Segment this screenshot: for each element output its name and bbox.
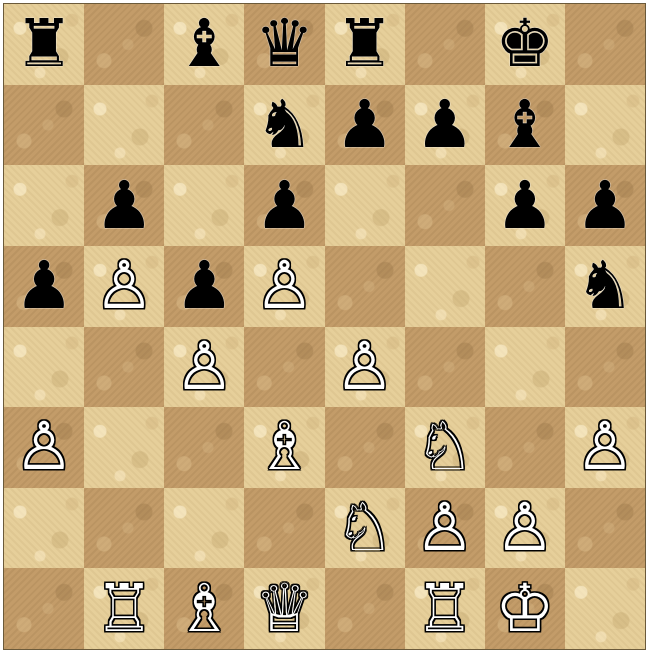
- square-g4[interactable]: [485, 327, 565, 408]
- black-knight-icon[interactable]: ♞: [255, 92, 314, 158]
- square-g5[interactable]: [485, 246, 565, 327]
- square-f7[interactable]: ♟: [405, 85, 485, 166]
- square-g8[interactable]: ♚: [485, 4, 565, 85]
- black-pawn-icon[interactable]: ♟: [14, 253, 73, 319]
- square-c4[interactable]: ♙: [164, 327, 244, 408]
- square-e2[interactable]: ♘: [325, 488, 405, 569]
- square-c3[interactable]: [164, 407, 244, 488]
- black-pawn-icon[interactable]: ♟: [415, 92, 474, 158]
- white-pawn-icon[interactable]: ♙: [575, 414, 634, 480]
- square-b3[interactable]: [84, 407, 164, 488]
- black-rook-icon[interactable]: ♜: [335, 11, 394, 77]
- square-h6[interactable]: ♟: [565, 165, 645, 246]
- white-rook-icon[interactable]: ♖: [95, 576, 154, 642]
- white-queen-icon[interactable]: ♕: [255, 576, 314, 642]
- white-rook-icon[interactable]: ♖: [415, 576, 474, 642]
- square-e5[interactable]: [325, 246, 405, 327]
- square-d1[interactable]: ♕: [244, 568, 324, 649]
- square-e7[interactable]: ♟: [325, 85, 405, 166]
- black-pawn-icon[interactable]: ♟: [335, 92, 394, 158]
- square-f5[interactable]: [405, 246, 485, 327]
- white-knight-icon[interactable]: ♘: [415, 414, 474, 480]
- square-b4[interactable]: [84, 327, 164, 408]
- square-c2[interactable]: [164, 488, 244, 569]
- square-g7[interactable]: ♝: [485, 85, 565, 166]
- square-d5[interactable]: ♙: [244, 246, 324, 327]
- white-bishop-icon[interactable]: ♗: [175, 576, 234, 642]
- black-pawn-icon[interactable]: ♟: [255, 173, 314, 239]
- square-d4[interactable]: [244, 327, 324, 408]
- square-e6[interactable]: [325, 165, 405, 246]
- square-c5[interactable]: ♟: [164, 246, 244, 327]
- white-king-icon[interactable]: ♔: [495, 576, 554, 642]
- white-pawn-icon[interactable]: ♙: [255, 253, 314, 319]
- square-h5[interactable]: ♞: [565, 246, 645, 327]
- white-pawn-icon[interactable]: ♙: [175, 334, 234, 400]
- chess-board: ♜ ♝ ♛ ♜ ♚ ♞ ♟ ♟ ♝ ♟ ♟ ♟ ♟ ♟ ♙ ♟ ♙ ♞ ♙ ♙ ♙ ♗ ♘ ♙ ♘ ♙ ♙ ♖ ♗ ♕ ♖ ♔: [4, 4, 645, 649]
- square-d2[interactable]: [244, 488, 324, 569]
- square-h8[interactable]: [565, 4, 645, 85]
- black-pawn-icon[interactable]: ♟: [495, 173, 554, 239]
- black-pawn-icon[interactable]: ♟: [95, 173, 154, 239]
- black-pawn-icon[interactable]: ♟: [175, 253, 234, 319]
- square-h3[interactable]: ♙: [565, 407, 645, 488]
- square-c7[interactable]: [164, 85, 244, 166]
- white-pawn-icon[interactable]: ♙: [415, 495, 474, 561]
- white-bishop-icon[interactable]: ♗: [255, 414, 314, 480]
- square-b8[interactable]: [84, 4, 164, 85]
- square-b6[interactable]: ♟: [84, 165, 164, 246]
- square-g3[interactable]: [485, 407, 565, 488]
- square-c1[interactable]: ♗: [164, 568, 244, 649]
- square-g6[interactable]: ♟: [485, 165, 565, 246]
- square-g2[interactable]: ♙: [485, 488, 565, 569]
- square-f2[interactable]: ♙: [405, 488, 485, 569]
- square-f4[interactable]: [405, 327, 485, 408]
- black-knight-icon[interactable]: ♞: [575, 253, 634, 319]
- chess-board-frame: ♜ ♝ ♛ ♜ ♚ ♞ ♟ ♟ ♝ ♟ ♟ ♟ ♟ ♟ ♙ ♟ ♙ ♞ ♙ ♙ ♙ ♗ ♘ ♙ ♘ ♙ ♙ ♖ ♗ ♕ ♖ ♔: [3, 3, 646, 650]
- square-b1[interactable]: ♖: [84, 568, 164, 649]
- square-a5[interactable]: ♟: [4, 246, 84, 327]
- square-a1[interactable]: [4, 568, 84, 649]
- square-e1[interactable]: [325, 568, 405, 649]
- square-b5[interactable]: ♙: [84, 246, 164, 327]
- square-f6[interactable]: [405, 165, 485, 246]
- black-king-icon[interactable]: ♚: [495, 11, 554, 77]
- square-f1[interactable]: ♖: [405, 568, 485, 649]
- square-e4[interactable]: ♙: [325, 327, 405, 408]
- white-pawn-icon[interactable]: ♙: [335, 334, 394, 400]
- square-a7[interactable]: [4, 85, 84, 166]
- square-d3[interactable]: ♗: [244, 407, 324, 488]
- black-bishop-icon[interactable]: ♝: [175, 11, 234, 77]
- square-f3[interactable]: ♘: [405, 407, 485, 488]
- square-a3[interactable]: ♙: [4, 407, 84, 488]
- square-h7[interactable]: [565, 85, 645, 166]
- square-a8[interactable]: ♜: [4, 4, 84, 85]
- black-bishop-icon[interactable]: ♝: [495, 92, 554, 158]
- white-pawn-icon[interactable]: ♙: [495, 495, 554, 561]
- square-a2[interactable]: [4, 488, 84, 569]
- black-queen-icon[interactable]: ♛: [255, 11, 314, 77]
- square-c6[interactable]: [164, 165, 244, 246]
- square-b7[interactable]: [84, 85, 164, 166]
- square-a4[interactable]: [4, 327, 84, 408]
- square-e8[interactable]: ♜: [325, 4, 405, 85]
- square-h2[interactable]: [565, 488, 645, 569]
- black-rook-icon[interactable]: ♜: [14, 11, 73, 77]
- square-h4[interactable]: [565, 327, 645, 408]
- black-pawn-icon[interactable]: ♟: [575, 173, 634, 239]
- square-g1[interactable]: ♔: [485, 568, 565, 649]
- white-pawn-icon[interactable]: ♙: [95, 253, 154, 319]
- square-f8[interactable]: [405, 4, 485, 85]
- square-h1[interactable]: [565, 568, 645, 649]
- square-d8[interactable]: ♛: [244, 4, 324, 85]
- square-b2[interactable]: [84, 488, 164, 569]
- white-knight-icon[interactable]: ♘: [335, 495, 394, 561]
- white-pawn-icon[interactable]: ♙: [14, 414, 73, 480]
- square-d7[interactable]: ♞: [244, 85, 324, 166]
- square-c8[interactable]: ♝: [164, 4, 244, 85]
- square-e3[interactable]: [325, 407, 405, 488]
- square-d6[interactable]: ♟: [244, 165, 324, 246]
- square-a6[interactable]: [4, 165, 84, 246]
